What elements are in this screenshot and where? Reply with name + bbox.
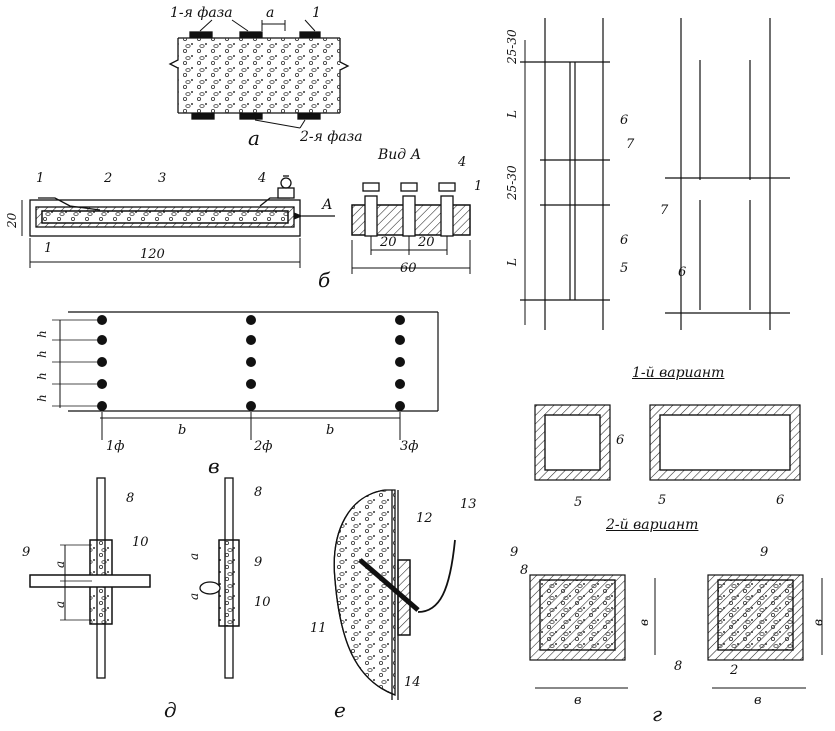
panel-g-item-7: 7 xyxy=(626,137,635,152)
panel-b-dim-120: 120 xyxy=(140,247,165,262)
panel-a-phase2-label: 2-я фаза xyxy=(300,129,363,145)
panel-g-item-6d: 6 xyxy=(616,433,625,448)
panel-e-item-12: 12 xyxy=(416,511,433,526)
panel-d-item-10: 10 xyxy=(132,535,149,550)
panel-b-arrow-label: А xyxy=(322,197,333,213)
panel-b-item-4: 4 xyxy=(258,171,267,186)
panel-g-drawing xyxy=(520,18,823,689)
panel-e-item-14: 14 xyxy=(404,675,421,690)
panel-g-item-7b: 7 xyxy=(660,203,669,218)
panel-g-dim-L2: L xyxy=(505,258,519,266)
panel-v-dim-h1: h xyxy=(35,330,49,338)
panel-e-caption: е xyxy=(334,698,346,722)
panel-g-variant-2: 2-й вариант xyxy=(606,517,699,533)
panel-a-drawing xyxy=(168,19,350,129)
panel-g-dim-B4: в xyxy=(811,619,825,626)
panel-v-dim-h2: h xyxy=(35,350,49,358)
panel-v-dim-b1: b xyxy=(178,423,187,438)
panel-b-view-item-4: 4 xyxy=(458,155,467,170)
panel-d-item-8: 8 xyxy=(126,491,135,506)
panel-b-item-1-top: 1 xyxy=(36,171,45,186)
panel-g-dim-25-30-mid: 25-30 xyxy=(505,165,519,200)
panel-v-phase2: 2ф xyxy=(254,439,273,454)
panel-d-dim-a3: а xyxy=(187,552,201,560)
panel-d-dim-a1: а xyxy=(53,560,67,568)
panel-g-dim-B1: в xyxy=(637,619,651,626)
panel-g-dim-L1: L xyxy=(505,110,519,118)
panel-d-drawing xyxy=(29,477,240,679)
panel-a-phase1-label: 1-я фаза xyxy=(170,5,233,21)
panel-b-dim-20: 20 xyxy=(5,212,19,228)
panel-g-item-8: 8 xyxy=(520,563,529,578)
panel-b-dim-20b: 20 xyxy=(418,235,435,250)
panel-g-item-6b: 6 xyxy=(620,233,629,248)
panel-g-dim-25-30-top: 25-30 xyxy=(505,29,519,64)
panel-g-dim-B2: в xyxy=(574,693,582,708)
panel-b-view-item-1: 1 xyxy=(474,179,483,194)
panel-g-item-5c: 5 xyxy=(658,493,667,508)
panel-e-item-13: 13 xyxy=(460,497,477,512)
panel-g-dim-B3: в xyxy=(754,693,762,708)
panel-d-item-8b: 8 xyxy=(254,485,263,500)
panel-g-variant-1: 1-й вариант xyxy=(632,365,725,381)
panel-d-item-10b: 10 xyxy=(254,595,271,610)
panel-v-dim-h3: h xyxy=(35,372,49,380)
panel-g-item-6: 6 xyxy=(620,113,629,128)
panel-e-item-11: 11 xyxy=(310,621,327,636)
panel-b-view-label: Вид А xyxy=(378,147,422,163)
panel-v-phase1: 1ф xyxy=(106,439,125,454)
panel-b-dim-20a: 20 xyxy=(380,235,397,250)
panel-g-caption: г xyxy=(652,702,663,726)
panel-a-gap-label: а xyxy=(266,5,275,21)
panel-g-item-9: 9 xyxy=(510,545,519,560)
panel-e-drawing xyxy=(333,489,456,700)
panel-v-caption: в xyxy=(208,454,220,478)
panel-g-item-5: 5 xyxy=(620,261,629,276)
panel-b-item-1-bottom: 1 xyxy=(44,241,53,256)
panel-g-item-9b: 9 xyxy=(760,545,769,560)
panel-d-dim-a4: а xyxy=(187,592,201,600)
panel-b-item-2: 2 xyxy=(104,171,113,186)
panel-a-item-1: 1 xyxy=(312,5,321,21)
panel-g-item-6e: 6 xyxy=(776,493,785,508)
panel-a-caption: а xyxy=(248,126,260,150)
panel-v-drawing xyxy=(52,311,439,440)
panel-g-item-8b: 8 xyxy=(674,659,683,674)
panel-v-dim-b2: b xyxy=(326,423,335,438)
panel-d-item-9: 9 xyxy=(22,545,31,560)
panel-v-phase3: 3ф xyxy=(400,439,419,454)
panel-v-dim-h4: h xyxy=(35,394,49,402)
panel-g-item-5b: 5 xyxy=(574,495,583,510)
panel-d-dim-a2: а xyxy=(53,600,67,608)
panel-b-caption: б xyxy=(318,268,331,292)
panel-d-caption: д xyxy=(164,698,177,722)
panel-g-item-6c: 6 xyxy=(678,265,687,280)
panel-b-drawing xyxy=(21,175,471,274)
panel-b-item-3: 3 xyxy=(158,171,167,186)
panel-b-dim-60: 60 xyxy=(400,261,417,276)
panel-d-item-9b: 9 xyxy=(254,555,263,570)
panel-g-item-2: 2 xyxy=(730,663,739,678)
